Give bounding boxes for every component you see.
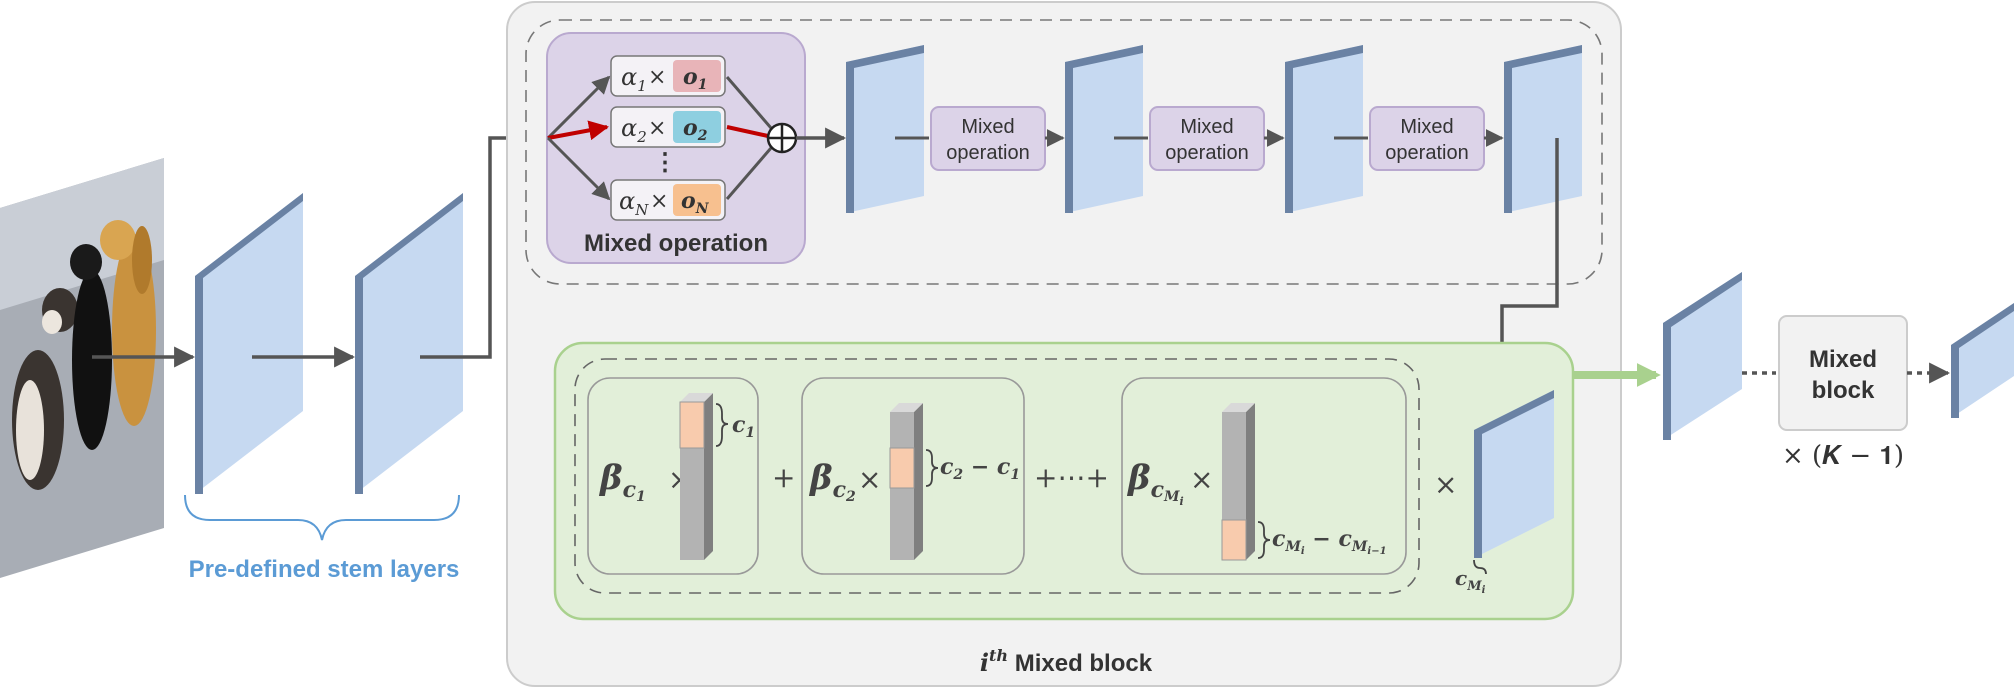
svg-text:βc2: βc2: [808, 458, 856, 505]
svg-text:α1: α1: [621, 63, 647, 95]
block-feature-map-1: [846, 45, 924, 213]
svg-text:×: ×: [648, 116, 666, 141]
final-feature-map: [1951, 303, 2014, 418]
block-feature-map-2: [1065, 45, 1143, 213]
svg-text:+: +: [772, 461, 795, 494]
svg-text:cMi: cMi: [1455, 566, 1486, 596]
input-image: [0, 158, 164, 578]
svg-text:×: ×: [1434, 468, 1457, 501]
svg-text:βcMi: βcMi: [1126, 458, 1184, 508]
candidate-row-1: α1 × o1: [610, 55, 726, 97]
svg-text:Mixed: Mixed: [961, 116, 1014, 138]
mixed-operation-title: Mixed operation: [584, 230, 768, 257]
svg-text:block: block: [1812, 377, 1875, 404]
svg-text:Mixed: Mixed: [1180, 116, 1233, 138]
svg-text:cMi − cMi−1: cMi − cMi−1: [1272, 526, 1387, 557]
candidate-row-n: αN × oN: [610, 179, 726, 221]
block-feature-map-4: [1504, 45, 1582, 213]
fanin-line-1: [725, 76, 773, 129]
channel-bar-2: [889, 403, 923, 560]
channel-option-box-3: [1121, 377, 1407, 575]
svg-text:Mixed: Mixed: [1400, 116, 1453, 138]
search-space-dashed-box: [525, 19, 1603, 285]
svg-text:+⋯+: +⋯+: [1034, 461, 1109, 494]
stem-feature-map-2: [355, 193, 463, 494]
channel-search-box: [553, 341, 1575, 621]
stem-brace: [184, 494, 460, 541]
channel-option-box-1: [587, 377, 759, 575]
channel-option-box-2: [801, 377, 1025, 575]
svg-text:o2: o2: [683, 115, 708, 144]
svg-text:×: ×: [648, 65, 666, 90]
op-chip-2: [673, 111, 721, 143]
svg-text:α2: α2: [621, 114, 647, 146]
svg-text:αN: αN: [619, 187, 649, 219]
chain-mixed-operation-3[interactable]: Mixed operation: [1369, 106, 1485, 171]
output-feature-map-1: [1663, 272, 1742, 440]
candidate-row-2: α2 × o2: [610, 106, 726, 148]
op-chip-n: [673, 184, 721, 216]
block-feature-map-3: [1285, 45, 1363, 213]
op-chip-1: [673, 60, 721, 92]
svg-text:operation: operation: [946, 142, 1029, 164]
stem-label: Pre-defined stem layers: [189, 556, 460, 583]
channel-feature-map: [1474, 390, 1554, 558]
fanin-line-2: [726, 125, 769, 138]
fanout-arrow-2-selected: [547, 120, 609, 141]
fanout-arrow-n: [546, 136, 611, 201]
svg-text:operation: operation: [1165, 142, 1248, 164]
svg-text:βc1: βc1: [598, 458, 646, 505]
channel-dashed-box: [574, 358, 1420, 594]
svg-text:×: ×: [858, 463, 881, 496]
svg-text:Mixed: Mixed: [1809, 346, 1877, 373]
fanout-arrow-1: [546, 75, 611, 140]
svg-text:×: ×: [650, 189, 668, 214]
svg-text:operation: operation: [1385, 142, 1468, 164]
mixed-block-title: ith Mixed block: [980, 646, 1153, 677]
svg-text:c2 − c1: c2 − c1: [940, 454, 1020, 483]
fanin-line-n: [725, 147, 773, 200]
black-dog: [72, 270, 112, 450]
stem-feature-map-1: [195, 193, 303, 494]
svg-text:o1: o1: [683, 64, 707, 93]
next-mixed-block[interactable]: Mixed block: [1778, 315, 1908, 431]
svg-text:c1: c1: [732, 412, 755, 441]
svg-text:×: ×: [1190, 463, 1213, 496]
channel-bar-1: [679, 393, 713, 560]
channel-bar-3: [1221, 403, 1255, 561]
chain-mixed-operation-1[interactable]: Mixed operation: [930, 106, 1046, 171]
svg-text:oN: oN: [681, 188, 710, 217]
chain-mixed-operation-2[interactable]: Mixed operation: [1149, 106, 1265, 171]
repeat-label: × (𝑲 − 𝟏): [1782, 441, 1904, 471]
candidate-ellipsis: ⋮: [653, 147, 677, 176]
